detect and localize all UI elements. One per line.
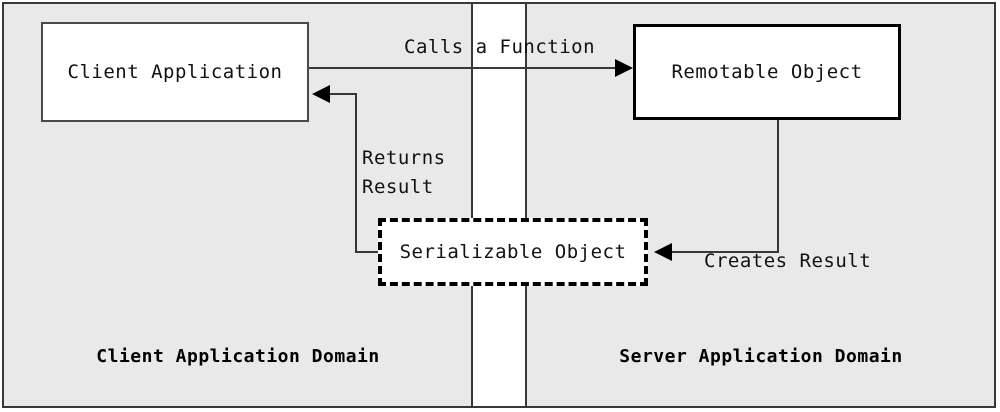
domain-separator-gap-lower <box>473 286 525 406</box>
edge-creates-result-horizontal <box>672 251 779 253</box>
edge-returns-result-arrowhead <box>312 85 330 103</box>
edge-calls-a-function-arrowhead <box>615 59 633 77</box>
edge-creates-result-vertical <box>777 119 779 253</box>
node-serializable-object-label: Serializable Object <box>399 241 627 263</box>
node-serializable-object[interactable]: Serializable Object <box>378 218 648 286</box>
edge-returns-result-horizontal-bottom <box>355 251 381 253</box>
caption-client-application-domain: Client Application Domain <box>96 346 380 367</box>
node-remotable-object[interactable]: Remotable Object <box>633 24 901 120</box>
domain-separator-gap-upper <box>473 4 525 218</box>
node-client-application[interactable]: Client Application <box>41 22 309 122</box>
client-domain-boundary-line-upper <box>471 4 473 218</box>
server-domain-boundary-line-lower <box>525 286 527 406</box>
node-remotable-object-label: Remotable Object <box>671 61 863 83</box>
node-client-application-label: Client Application <box>67 61 283 83</box>
edge-calls-a-function-label: Calls a Function <box>404 36 596 58</box>
edge-returns-result-label-line1: Returns <box>362 147 446 169</box>
edge-returns-result-horizontal-top <box>330 93 357 95</box>
client-domain-boundary-line-lower <box>471 286 473 406</box>
edge-calls-a-function-line <box>308 67 618 69</box>
edge-creates-result-arrowhead <box>654 243 672 261</box>
caption-server-application-domain: Server Application Domain <box>619 346 903 367</box>
server-domain-boundary-line-upper <box>525 4 527 218</box>
edge-returns-result-vertical <box>355 93 357 253</box>
edge-returns-result-label-line2: Result <box>362 176 434 198</box>
edge-creates-result-label: Creates Result <box>704 250 872 272</box>
